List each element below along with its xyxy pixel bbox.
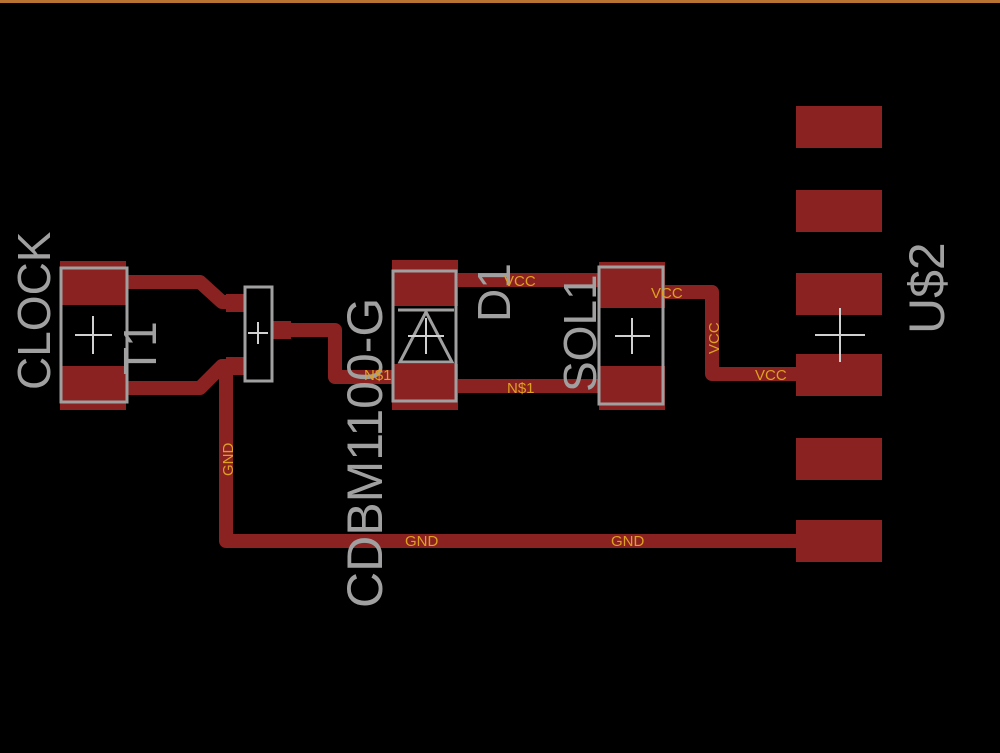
transistor-pad-3[interactable] [273,321,291,339]
clock-outline [59,266,129,404]
transistor-pad-1[interactable] [226,294,244,312]
net-label-vcc-vertical: VCC [706,322,723,354]
connector-pad-2[interactable] [796,190,882,232]
copper-traces [85,273,845,548]
diode-pad-top[interactable] [392,260,458,306]
net-label-vcc-top: VCC [504,273,536,290]
transistor-value-label: CDBM1100-G [337,298,393,608]
diode-origin-cross [408,318,444,354]
transistor-component[interactable] [226,285,291,383]
connector-pad-6[interactable] [796,520,882,562]
net-label-n1-diode: N$1 [364,367,392,384]
clock-value-label: T1 [114,321,166,375]
transistor-pad-2[interactable] [226,357,244,375]
trace-transistor-to-diode[interactable] [277,323,407,384]
diode-name-label: D1 [468,263,520,322]
diode-pad-bottom[interactable] [392,364,458,410]
connector-pad-5[interactable] [796,438,882,480]
transistor-origin-cross [248,322,268,344]
net-label-n1-bottom: N$1 [507,380,535,397]
net-label-gnd-left: GND [405,533,439,550]
clock-origin-cross [75,316,112,354]
diode-outline [391,269,458,403]
solenoid-component[interactable] [597,262,665,410]
solenoid-origin-cross [615,318,650,354]
clock-name-label: CLOCK [8,231,60,390]
net-label-vcc-connector: VCC [755,367,787,384]
solenoid-pad-top[interactable] [599,262,665,308]
clock-component[interactable] [59,261,129,410]
frame-border [0,0,1000,3]
diode-component[interactable] [391,260,458,410]
solenoid-name-label: SOL1 [554,274,606,392]
solenoid-outline [597,265,665,406]
connector-pad-1[interactable] [796,106,882,148]
connector-origin-cross [815,308,865,362]
net-label-gnd-vertical: GND [220,443,237,477]
net-label-gnd-right: GND [611,533,645,550]
trace-vcc-solenoid-to-connector[interactable] [623,285,845,381]
trace-gnd[interactable] [219,361,845,548]
connector-name-label: U$2 [899,242,955,334]
net-label-vcc-solenoid: VCC [651,285,683,302]
transistor-outline [243,285,274,383]
